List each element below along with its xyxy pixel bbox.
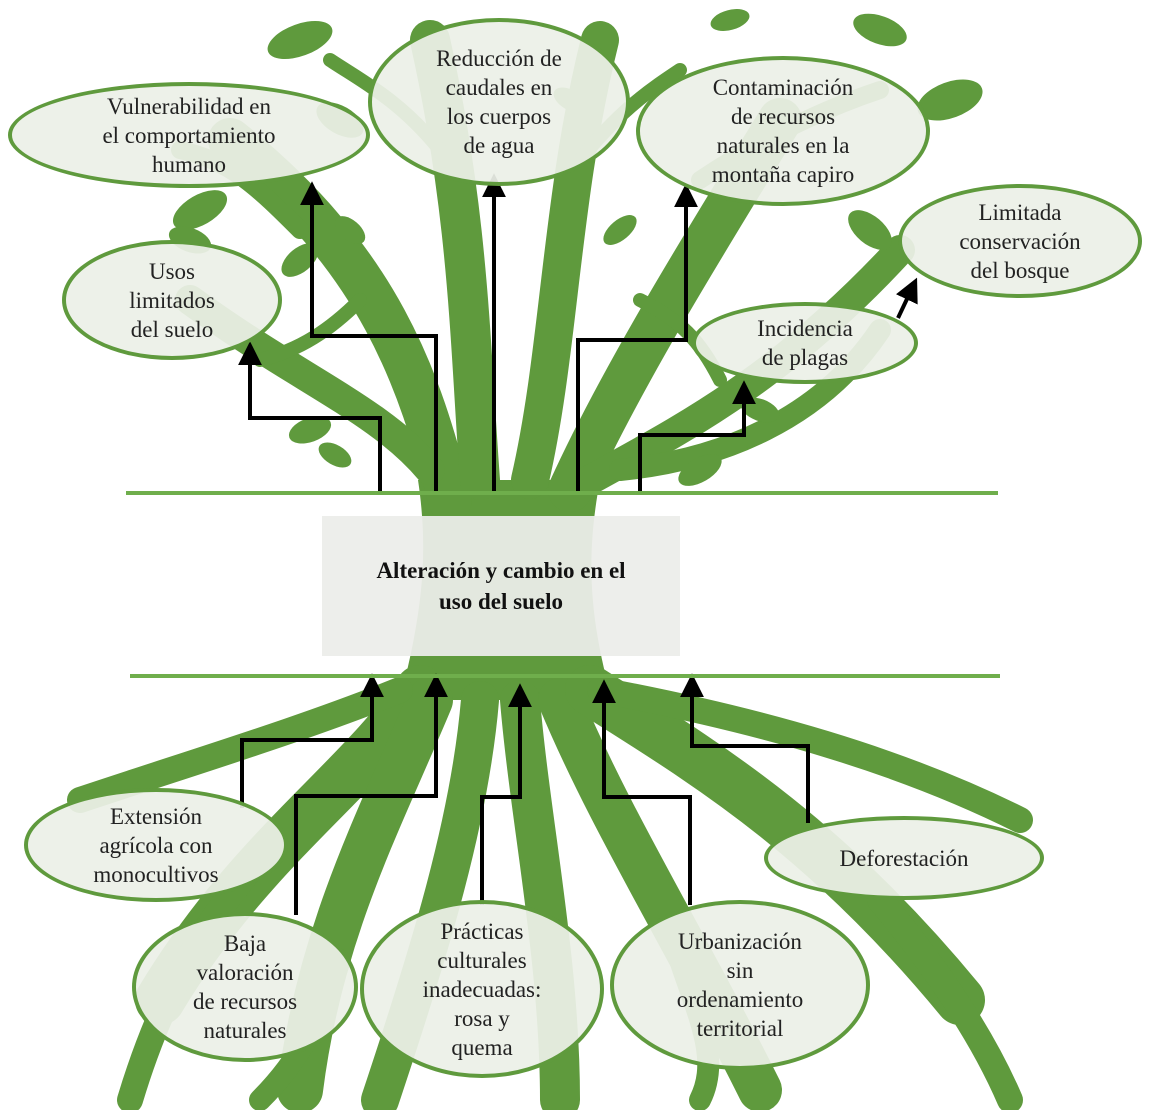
arrow-to-incidencia <box>638 380 756 492</box>
arrow-to-contaminacion <box>576 183 698 492</box>
core-problem-box: Alteración y cambio en el uso del suelo <box>322 516 680 656</box>
cause-deforestacion-ellipse: Deforestación <box>764 816 1044 900</box>
cause-practicas-ellipse: Prácticas culturales inadecuadas: rosa y… <box>360 900 604 1078</box>
arrow-from-urbanizacion <box>592 679 692 905</box>
arrow-from-extension <box>240 673 384 808</box>
cause-baja-ellipse: Baja valoración de recursos naturales <box>132 912 358 1062</box>
effect-usos-ellipse: Usos limitados del suelo <box>62 240 282 360</box>
cause-arrows <box>240 673 810 915</box>
effect-incidencia-ellipse: Incidencia de plagas <box>692 302 918 384</box>
effect-reduccion-ellipse: Reducción de caudales en los cuerpos de … <box>368 18 630 186</box>
arrow-to-limitada <box>895 277 918 319</box>
arrow-from-deforestacion <box>680 673 810 823</box>
effect-limitada-ellipse: Limitada conservación del bosque <box>898 184 1142 298</box>
cause-extension-ellipse: Extensión agrícola con monocultivos <box>24 788 288 902</box>
effect-contaminacion-ellipse: Contaminación de recursos naturales en l… <box>636 56 930 206</box>
effect-arrows <box>238 173 918 492</box>
arrow-from-practicas <box>480 683 532 905</box>
arrow-to-usos <box>238 341 382 492</box>
arrow-to-vulnerabilidad <box>300 181 438 492</box>
cause-urbanizacion-ellipse: Urbanización sin ordenamiento territoria… <box>610 900 870 1070</box>
lower-band-line <box>130 674 1000 678</box>
effect-vulnerabilidad-ellipse: Vulnerabilidad en el comportamiento huma… <box>8 82 370 188</box>
arrow-from-baja <box>294 673 448 915</box>
upper-band-line <box>126 491 998 495</box>
